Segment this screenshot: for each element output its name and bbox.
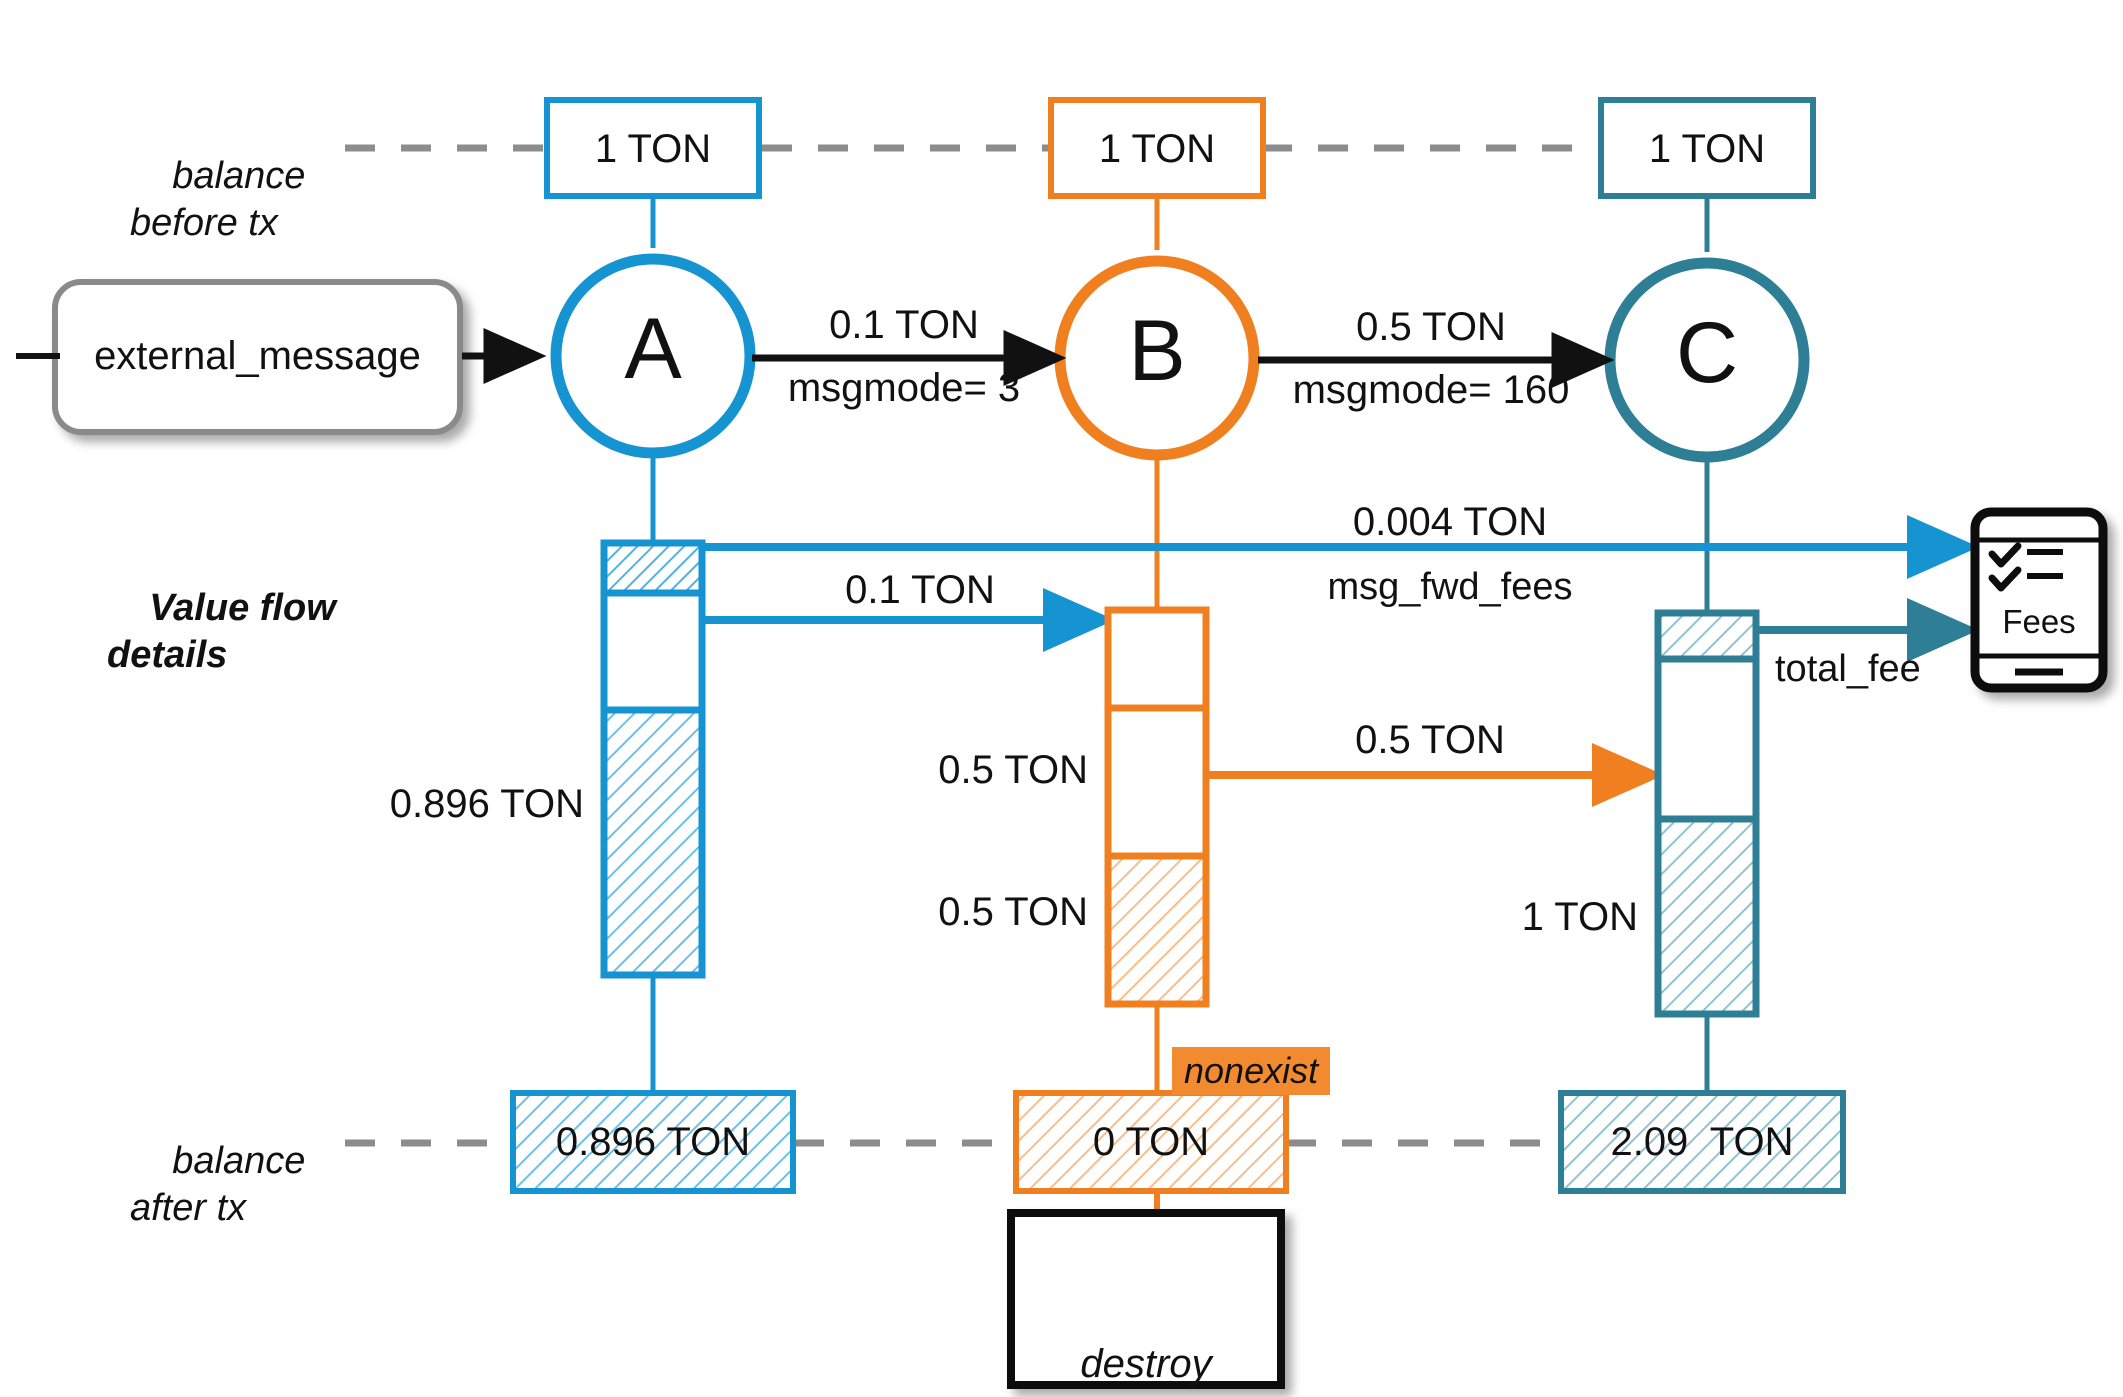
flow-amount-b-to-c: 0.5 TON — [1355, 718, 1505, 762]
bar-b-outgoing-segment — [1104, 704, 1210, 860]
bar-c-incoming-label: 1 TON — [1521, 895, 1638, 939]
bar-a-sent-segment — [600, 589, 706, 714]
message-mode-a-b: msgmode= 3 — [787, 366, 1021, 410]
message-mode-b-c: msgmode= 160 — [1292, 368, 1570, 412]
balance-after-box-c — [1558, 1090, 1846, 1194]
balance-before-box-c — [1598, 97, 1816, 199]
balance-after-value-a: 0.896 TON — [555, 1120, 751, 1164]
bar-a-remaining-label: 0.896 TON — [389, 782, 584, 826]
bar-a-remaining-segment — [600, 706, 706, 979]
bar-a-fee-segment — [600, 539, 706, 597]
node-label-c: C — [1675, 305, 1739, 401]
bar-c-balance-segment — [1654, 815, 1760, 1018]
bar-c-fee-segment — [1654, 609, 1760, 663]
message-amount-a-b: 0.1 TON — [829, 303, 979, 347]
node-label-a: A — [624, 301, 682, 397]
balance-after-value-b: 0 TON — [1092, 1120, 1210, 1164]
balance-after-box-b — [1013, 1090, 1289, 1194]
external-message-label: external_message — [94, 334, 421, 378]
check-icon-2 — [1988, 566, 2022, 592]
fees-device-icon — [1970, 507, 2108, 693]
balance-after-box-a — [510, 1090, 796, 1194]
balance-before-value-c: 1 TON — [1648, 127, 1766, 171]
bar-b-outgoing-label: 0.5 TON — [938, 748, 1088, 792]
value-bar-a — [600, 539, 706, 979]
flow-amount-a-fees: 0.004 TON — [1352, 500, 1548, 544]
bar-c-received-segment — [1654, 655, 1760, 823]
balance-before-value-a: 1 TON — [594, 127, 712, 171]
bar-b-remaining-segment — [1104, 852, 1210, 1008]
row-label-balance-after: balance after tx — [130, 1139, 306, 1230]
value-bar-c — [1654, 609, 1760, 1018]
check-icon-1 — [1988, 542, 2022, 568]
flow-name-msg-fwd-fees: msg_fwd_fees — [1327, 566, 1573, 608]
bar-b-incoming-segment — [1104, 606, 1210, 712]
status-badge-nonexist: nonexist — [1172, 1047, 1331, 1095]
flow-name-total-fee: total_fee — [1775, 648, 1921, 690]
flow-amount-a-to-b: 0.1 TON — [845, 568, 995, 612]
message-amount-b-c: 0.5 TON — [1356, 305, 1506, 349]
value-bar-b — [1104, 606, 1210, 1008]
row-label-balance-before: balance before tx — [130, 154, 306, 245]
fees-device-label: Fees — [2002, 603, 2076, 640]
destroy-contract-box — [1007, 1209, 1285, 1389]
row-label-value-flow: Value flow details — [107, 586, 336, 677]
balance-after-value-c: 2.09 TON — [1610, 1120, 1794, 1164]
destroy-line-1: destroy — [1080, 1341, 1212, 1386]
bar-b-remaining-label: 0.5 TON — [938, 890, 1088, 934]
destroy-contract-note: destroy the contract — [1011, 1232, 1281, 1397]
balance-before-value-b: 1 TON — [1098, 127, 1216, 171]
node-label-b: B — [1128, 303, 1186, 399]
